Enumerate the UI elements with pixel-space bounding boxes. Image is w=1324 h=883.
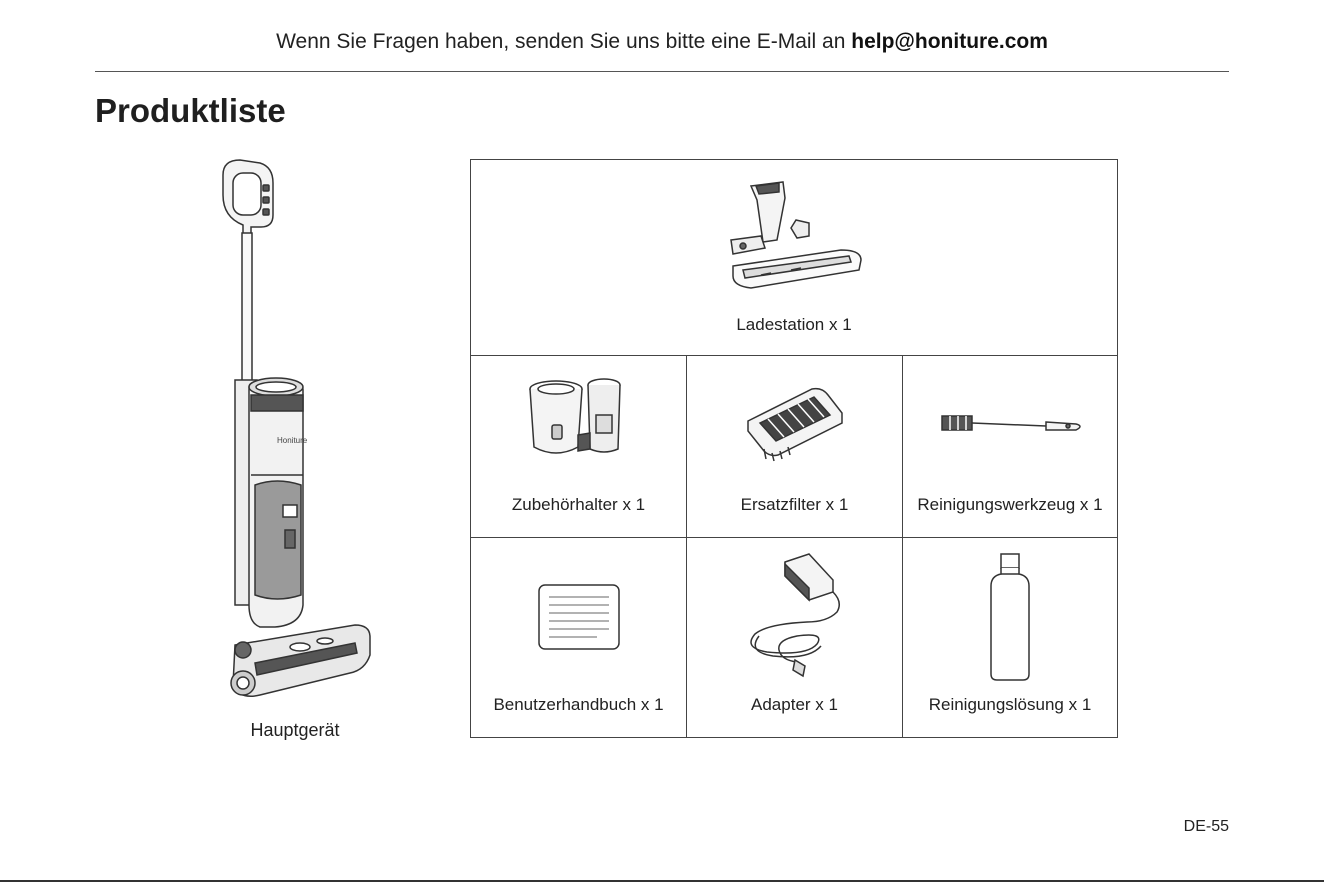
product-grid: Ladestation x 1 Zubehörhalter x 1 (470, 159, 1118, 738)
page-number: DE-55 (1184, 818, 1229, 836)
bottom-divider (0, 880, 1324, 882)
label-reinigungsloesung: Reinigungslösung x 1 (903, 695, 1117, 715)
accessory-holder-icon (526, 375, 626, 467)
item-benutzerhandbuch: Benutzerhandbuch x 1 (471, 538, 686, 737)
filter-icon (742, 383, 847, 463)
header-divider (95, 71, 1229, 72)
brand-mark: Honiture (277, 436, 308, 445)
item-reinigungsloesung: Reinigungslösung x 1 (903, 538, 1117, 737)
contact-email[interactable]: help@honiture.com (851, 30, 1048, 53)
item-reinigungswerkzeug: Reinigungswerkzeug x 1 (903, 355, 1117, 537)
item-zubehoerhalter: Zubehörhalter x 1 (471, 355, 686, 537)
label-benutzerhandbuch: Benutzerhandbuch x 1 (471, 695, 686, 715)
label-reinigungswerkzeug: Reinigungswerkzeug x 1 (903, 495, 1117, 515)
manual-icon (537, 583, 621, 651)
label-zubehoerhalter: Zubehörhalter x 1 (471, 495, 686, 515)
cleaning-brush-icon (938, 410, 1086, 440)
label-ersatzfilter: Ersatzfilter x 1 (687, 495, 902, 515)
label-adapter: Adapter x 1 (687, 695, 902, 715)
adapter-icon (737, 552, 857, 682)
item-ersatzfilter: Ersatzfilter x 1 (687, 355, 902, 537)
item-ladestation: Ladestation x 1 (471, 160, 1117, 355)
cleaning-solution-bottle-icon (987, 552, 1033, 682)
item-adapter: Adapter x 1 (687, 538, 902, 737)
page-title: Produktliste (95, 92, 286, 130)
main-device-caption: Hauptgerät (195, 720, 395, 741)
contact-header: Wenn Sie Fragen haben, senden Sie uns bi… (0, 30, 1324, 54)
contact-text: Wenn Sie Fragen haben, senden Sie uns bi… (276, 30, 851, 53)
label-ladestation: Ladestation x 1 (471, 315, 1117, 335)
charging-station-icon (721, 178, 866, 290)
main-device-illustration: Honiture (205, 155, 385, 705)
